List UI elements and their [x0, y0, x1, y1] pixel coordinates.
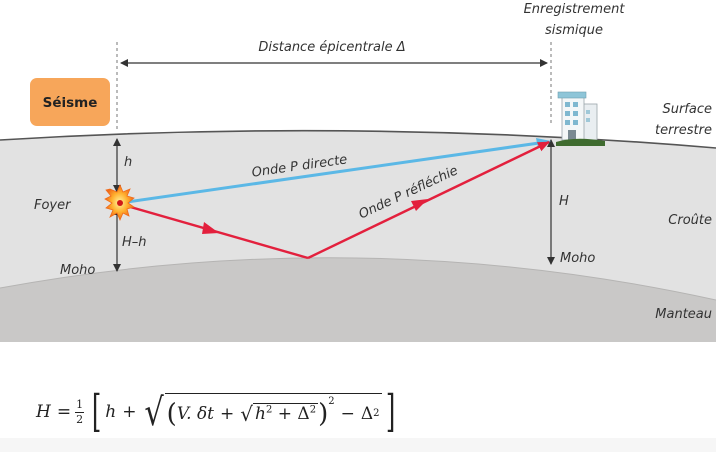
formula-lhs: H: [36, 402, 51, 422]
moho-boundary: [0, 257, 716, 301]
mantle-layer: [0, 257, 716, 342]
direct-wave-ray: [119, 140, 547, 205]
formula-plus-2: +: [220, 403, 235, 424]
surface-line: [0, 129, 716, 149]
formula-h: h: [105, 402, 117, 422]
crust-layer: [0, 130, 716, 300]
formula-inner-radical-icon: √: [240, 401, 254, 426]
bottom-band: [0, 438, 716, 452]
formula-half-fraction: 1 2: [75, 397, 85, 426]
surface-label-line1: Surface: [662, 102, 712, 117]
formula-equals: =: [56, 402, 72, 422]
foyer-starburst-icon: [104, 183, 135, 222]
seismic-station-icon: [556, 91, 605, 146]
reflected-wave-mid-arrow-2: [411, 199, 428, 211]
seisme-label: Séisme: [43, 95, 98, 111]
reflected-wave-up: [307, 140, 550, 260]
h-label: h: [124, 155, 132, 170]
depth-formula: H = 1 2 [ h + √ ( V. δt + √ h2 + Δ2 )2 −…: [36, 384, 399, 440]
moho-left-label: Moho: [60, 263, 95, 278]
recording-label-line1: Enregistrement: [524, 2, 626, 17]
formula-inner-sqrt: h2 + Δ2: [253, 403, 319, 424]
formula-frac-num: 1: [76, 397, 84, 411]
H-label: H: [559, 194, 569, 209]
formula-minus: −: [340, 403, 355, 424]
formula-frac-den: 2: [76, 412, 84, 426]
moho-right-label: Moho: [560, 251, 595, 266]
foyer-label: Foyer: [34, 198, 72, 213]
seisme-badge: [30, 78, 110, 126]
distance-label: Distance épicentrale Δ: [258, 40, 405, 55]
croute-label: Croûte: [668, 213, 712, 228]
surface-label-line2: terrestre: [655, 123, 712, 138]
reflected-wave-mid-arrow-1: [202, 222, 219, 234]
formula-plus-1: +: [122, 402, 137, 422]
manteau-label: Manteau: [655, 307, 712, 322]
seismic-diagram: Séisme Enregistrement sismique Distance …: [0, 2, 716, 342]
formula-radical-icon: √: [144, 390, 165, 434]
formula-v-dt: V. δt: [176, 403, 215, 424]
h-minus-h-label: H–h: [122, 235, 147, 250]
formula-right-bracket: ]: [385, 386, 395, 437]
recording-label-line2: sismique: [545, 23, 603, 38]
formula-left-bracket: [: [91, 386, 102, 437]
